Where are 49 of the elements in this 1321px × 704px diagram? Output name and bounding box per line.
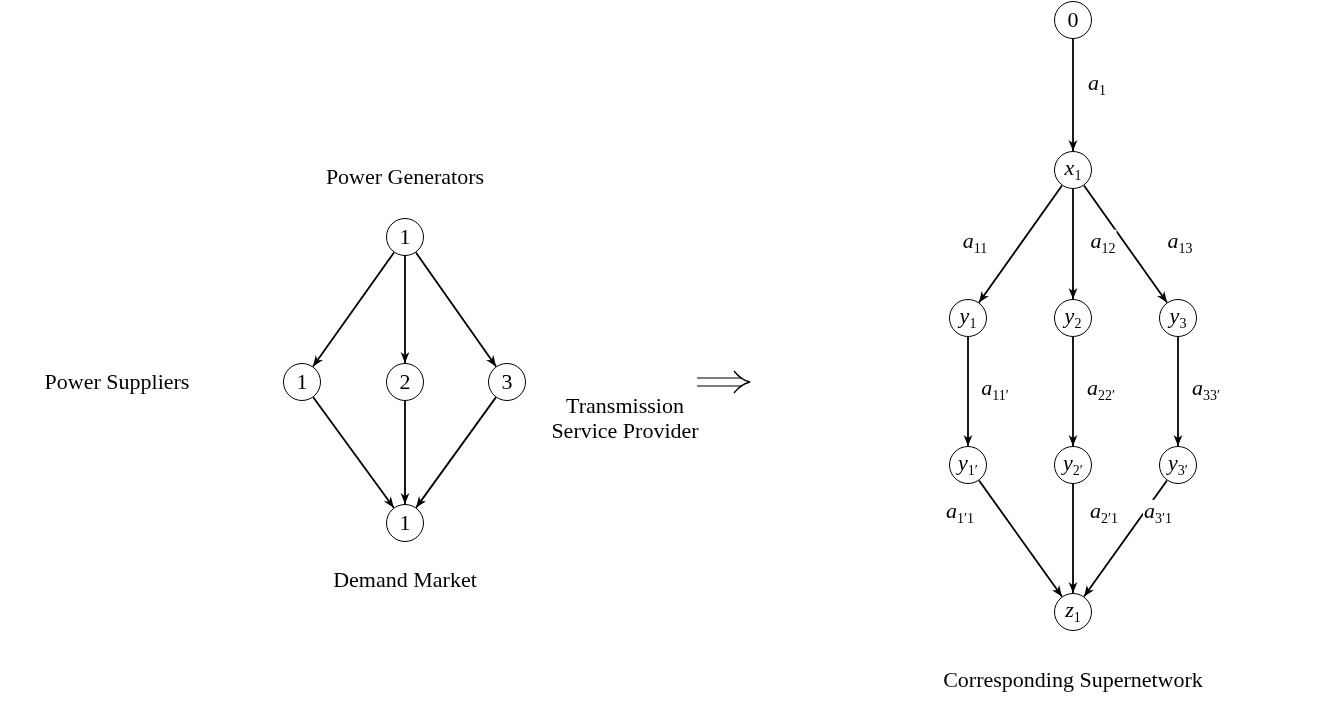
caption: Corresponding Supernetwork (943, 667, 1203, 693)
arrow (978, 184, 1063, 304)
arrow (963, 336, 973, 447)
node-label: y$_{3}$ (1169, 304, 1187, 332)
arrow (1083, 479, 1168, 598)
node-circle (386, 218, 424, 256)
node-label: 0 (1067, 9, 1079, 31)
node-label: 3 (501, 371, 513, 393)
node-label: y$_{2}$ (1064, 304, 1082, 332)
node-circle (488, 363, 526, 401)
node-circle (1054, 593, 1092, 631)
arrow (400, 400, 410, 505)
node-circle (1054, 151, 1092, 189)
node-circle (949, 299, 987, 337)
arrow (1068, 483, 1078, 594)
node-circle (386, 504, 424, 542)
node-circle (283, 363, 321, 401)
node-label: 1 (399, 226, 411, 248)
arrow (415, 251, 497, 368)
node-circle (1054, 1, 1092, 39)
caption: Transmission Service Provider (550, 392, 700, 444)
node-label: x$_{1}$ (1064, 156, 1082, 184)
node-label: z$_{1}$ (1065, 598, 1081, 626)
arrow (1173, 336, 1183, 447)
arrow (1068, 38, 1078, 152)
arrow (1068, 188, 1078, 300)
node-circle (949, 446, 987, 484)
node-label: y$_{1}$ (959, 304, 977, 332)
node-circle (386, 363, 424, 401)
node-label: y$_{1′}$ (958, 451, 978, 479)
node-circle (1159, 446, 1197, 484)
node-label: 2 (399, 371, 411, 393)
arrow (1068, 336, 1078, 447)
arrow (1083, 184, 1168, 304)
node-caption: Power Generators (325, 164, 485, 190)
node-label: y$_{2′}$ (1063, 451, 1083, 479)
node-caption: Demand Market (333, 567, 477, 593)
node-label: 1 (296, 371, 308, 393)
node-label: 1 (399, 512, 411, 534)
arrow (415, 396, 497, 509)
node-label: y$_{3′}$ (1168, 451, 1188, 479)
arrow (312, 396, 395, 509)
arrow (400, 255, 410, 364)
node-circle (1054, 446, 1092, 484)
node-circle (1159, 299, 1197, 337)
arrow (978, 479, 1063, 598)
row-label: Power Suppliers (44, 369, 190, 395)
arrow (312, 251, 395, 368)
node-circle (1054, 299, 1092, 337)
